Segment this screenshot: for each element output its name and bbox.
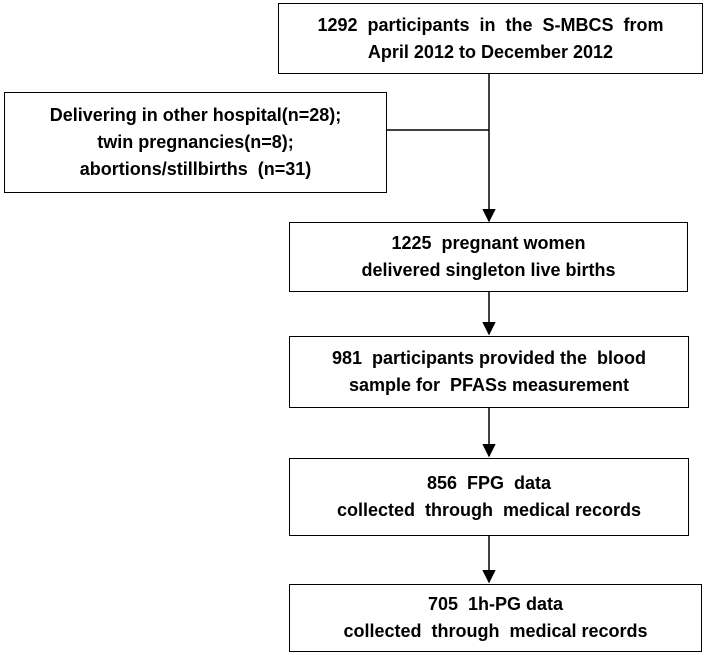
node-start-line-2: April 2012 to December 2012 xyxy=(367,41,614,62)
node-blood-line-1: 981 participants provided the blood xyxy=(331,348,647,368)
node-pg1h-line-1: 705 1h-PG data xyxy=(427,594,564,614)
node-excluded-line-3: abortions/stillbirths (n=31) xyxy=(79,159,312,179)
node-excluded-line-1: Delivering in other hospital(n=28); xyxy=(49,105,342,125)
node-excluded: Delivering in other hospital(n=28); twin… xyxy=(4,92,387,193)
node-singleton: 1225 pregnant women delivered singleton … xyxy=(289,222,688,292)
node-pg1h-line-2: collected through medical records xyxy=(343,621,648,641)
node-excluded-line-2: twin pregnancies(n=8); xyxy=(97,132,294,152)
node-start-line-1: 1292 participants in the S-MBCS from xyxy=(317,14,664,35)
node-fpg-line-2: collected through medical records xyxy=(336,500,642,520)
node-singleton-line-2: delivered singleton live births xyxy=(361,260,616,280)
node-singleton-line-1: 1225 pregnant women xyxy=(391,233,586,253)
node-start: 1292 participants in the S-MBCS from Apr… xyxy=(278,3,703,74)
node-blood: 981 participants provided the blood samp… xyxy=(289,336,689,408)
node-blood-line-2: sample for PFASs measurement xyxy=(348,375,630,395)
node-pg1h: 705 1h-PG data collected through medical… xyxy=(289,584,702,652)
node-fpg: 856 FPG data collected through medical r… xyxy=(289,458,689,536)
node-fpg-line-1: 856 FPG data xyxy=(426,473,552,493)
